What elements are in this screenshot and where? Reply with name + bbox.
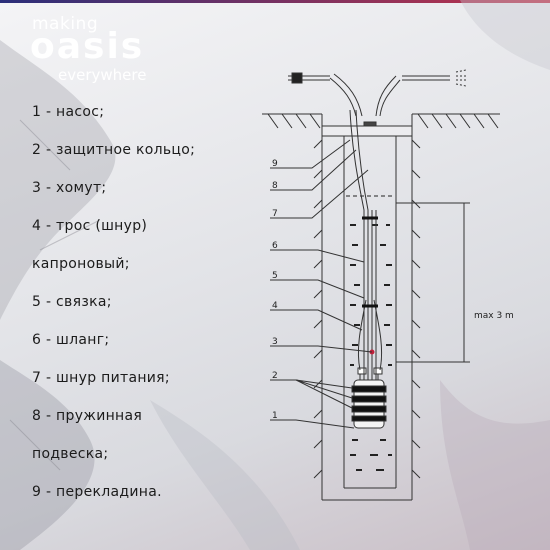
dimension-label: max 3 m	[474, 311, 514, 321]
legend-item-1: 1 - насос;	[32, 104, 105, 120]
callout-5: 5	[272, 271, 278, 281]
legend-item-8: 8 - пружинная	[32, 408, 143, 424]
callout-3: 3	[272, 337, 278, 347]
callout-7: 7	[272, 209, 278, 219]
well-casing	[321, 125, 413, 489]
legend-item-5: 5 - связка;	[32, 294, 112, 310]
callout-1: 1	[272, 411, 278, 421]
legend-item-4-cont: капроновый;	[32, 256, 130, 272]
legend-item-6: 6 - шланг;	[32, 332, 110, 348]
legend-item-4: 4 - трос (шнур)	[32, 218, 148, 234]
callout-8: 8	[272, 181, 278, 191]
pump	[351, 367, 387, 429]
ties	[362, 216, 378, 308]
ground-surface	[262, 113, 500, 129]
well-pump-diagram: 9 8 7 6 5 4 3 2 1 max 3 m	[262, 69, 514, 501]
legend-item-9: 9 - перекладина.	[32, 484, 162, 500]
legend-item-8-cont: подвеска;	[32, 446, 109, 462]
water-column	[346, 195, 394, 471]
callout-9: 9	[272, 159, 278, 169]
legend-item-7: 7 - шнур питания;	[32, 370, 170, 386]
depth-dimension	[396, 202, 470, 363]
legend-item-2: 2 - защитное кольцо;	[32, 142, 196, 158]
callout-6: 6	[272, 241, 278, 251]
brand-oasis: oasis	[30, 26, 145, 67]
hose-and-cable	[288, 69, 468, 380]
top-accent-bar	[0, 0, 550, 3]
brand-making: making	[32, 14, 99, 34]
brand-everywhere: everywhere	[58, 66, 147, 84]
legend-item-3: 3 - хомут;	[32, 180, 107, 196]
borehole-walls	[313, 114, 421, 501]
hanger-bar	[344, 121, 396, 127]
callout-2: 2	[272, 371, 278, 381]
callout-leaders	[270, 139, 373, 429]
callout-4: 4	[272, 301, 278, 311]
